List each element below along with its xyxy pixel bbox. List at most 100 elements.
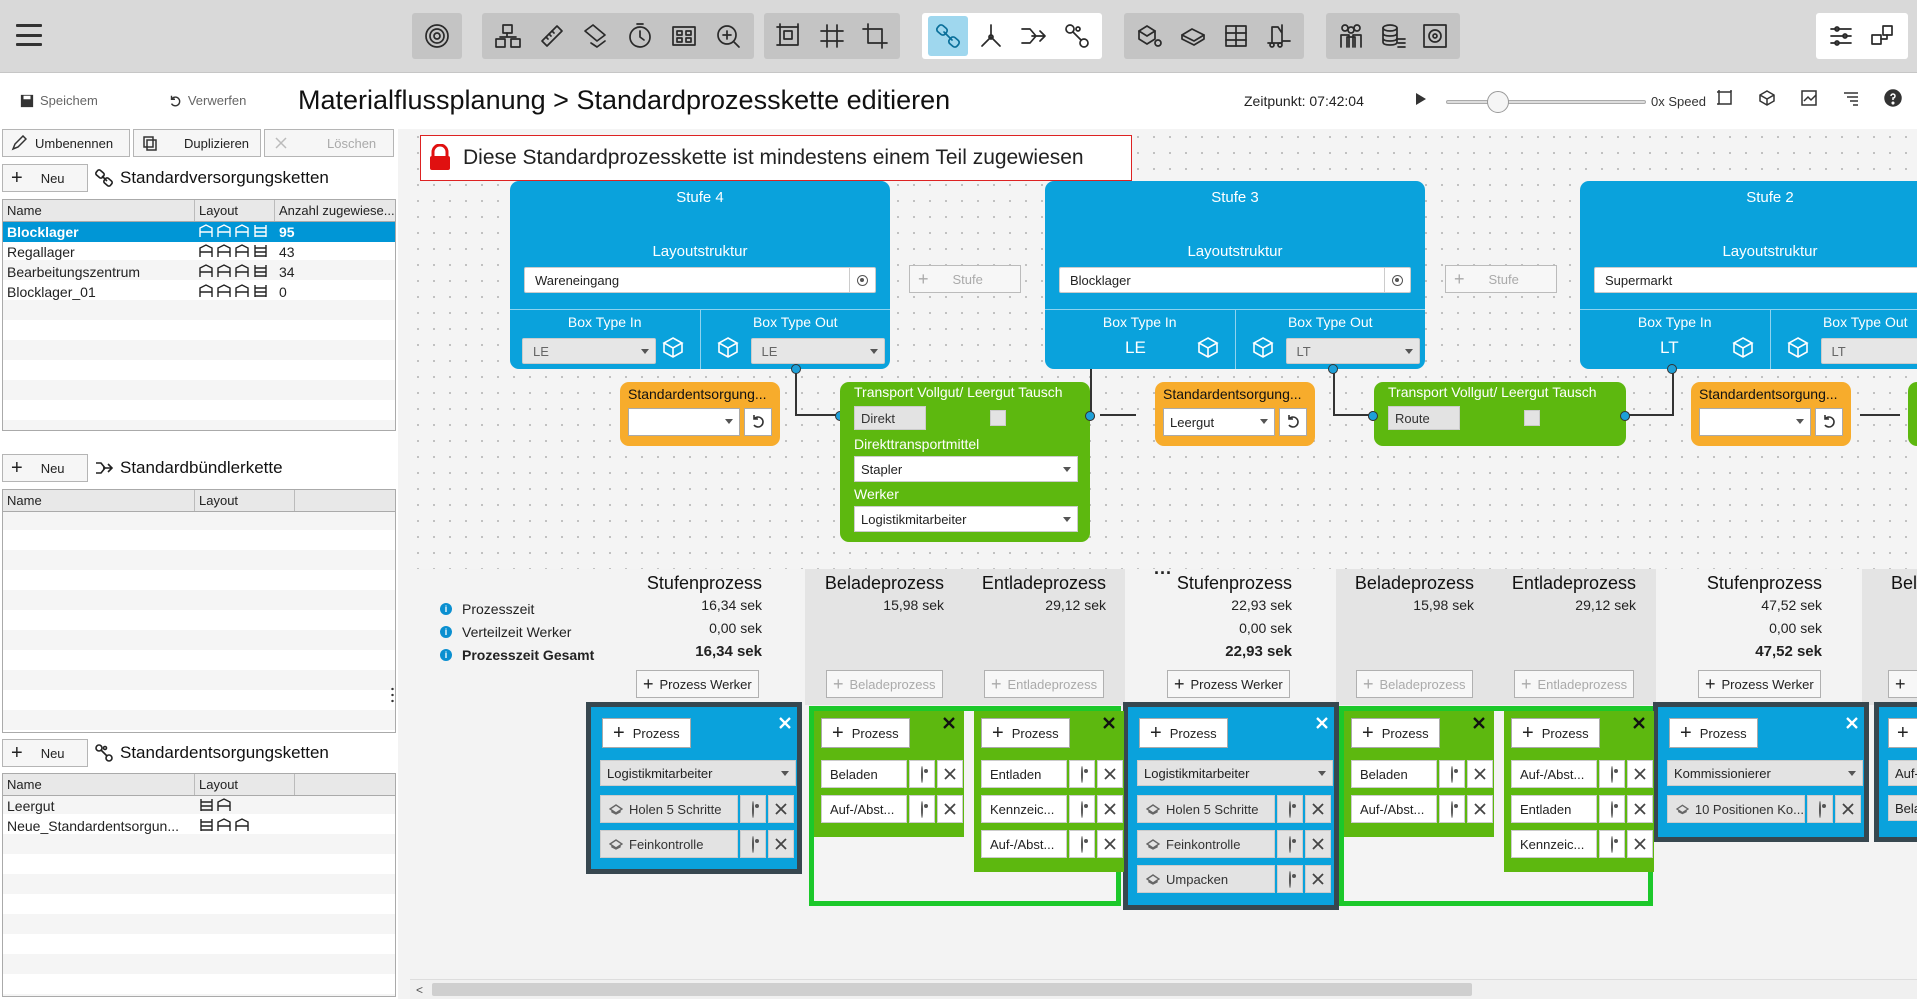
remove-process-button[interactable] xyxy=(1467,795,1493,823)
table-row[interactable]: Regallager 43 xyxy=(3,242,395,262)
radio-target-icon[interactable] xyxy=(909,795,935,823)
radio-target-icon[interactable] xyxy=(1384,268,1410,292)
table-row[interactable]: Blocklager_01 0 xyxy=(3,282,395,302)
process-item[interactable]: Beladen xyxy=(1351,760,1493,788)
radio-target-icon[interactable] xyxy=(1439,760,1465,788)
radio-target-icon[interactable] xyxy=(1277,865,1303,893)
process-item-name[interactable]: Kennzeic... xyxy=(981,795,1067,823)
add-prozess-button[interactable]: +Prozess xyxy=(1351,718,1440,748)
add-process-button[interactable]: +Prozess Werker xyxy=(636,670,759,698)
entsorgung-select[interactable] xyxy=(628,408,740,436)
truck-boxes-icon[interactable] xyxy=(1130,16,1170,56)
speed-slider[interactable] xyxy=(1446,91,1646,113)
col-layout[interactable]: Layout xyxy=(195,774,295,795)
frame-select-icon[interactable] xyxy=(1716,89,1734,107)
table-row[interactable]: Neue_Standardentsorgun... xyxy=(3,816,395,836)
add-process-button[interactable]: +Beladeprozess xyxy=(1356,670,1473,698)
search-target-icon[interactable] xyxy=(708,16,748,56)
drag-handle-icon[interactable] xyxy=(391,686,394,704)
col-count[interactable]: Anzahl zugewiese... xyxy=(279,203,395,218)
add-stufe-button[interactable]: +Stufe xyxy=(909,265,1021,293)
scrollbar-thumb[interactable] xyxy=(432,983,1472,996)
add-process-button[interactable]: +Prozess Werker xyxy=(1698,670,1821,698)
add-process-button[interactable]: +Entladeprozess xyxy=(984,670,1105,698)
process-item[interactable]: 10 Positionen Ko... xyxy=(1667,795,1861,823)
rename-button[interactable]: Umbenennen xyxy=(2,129,130,157)
process-item-name[interactable]: Kennzeic... xyxy=(1511,830,1597,858)
menu-icon[interactable] xyxy=(16,24,42,46)
process-item-name[interactable]: Beladen xyxy=(821,760,907,788)
process-item-name[interactable]: 10 Positionen Ko... xyxy=(1667,795,1805,823)
sliders-icon[interactable] xyxy=(1821,16,1861,56)
layout-field[interactable]: Supermarkt xyxy=(1594,267,1917,293)
transport-mode-select[interactable]: Direkt xyxy=(854,406,926,430)
process-item-name[interactable]: Entladen xyxy=(1511,795,1597,823)
col-name[interactable]: Name xyxy=(3,774,195,795)
area-edit-icon[interactable] xyxy=(576,16,616,56)
radio-target-icon[interactable] xyxy=(1069,795,1095,823)
table-row[interactable]: Blocklager 95 xyxy=(3,222,395,242)
table-row[interactable]: Leergut xyxy=(3,796,395,816)
process-item[interactable]: Kennzeic... xyxy=(1511,830,1653,858)
process-item-name[interactable]: Auf-/Abst... xyxy=(1351,795,1437,823)
col-name[interactable]: Name xyxy=(3,200,195,221)
entsorgung-select[interactable] xyxy=(1699,408,1811,436)
process-item-name[interactable]: Umpacken xyxy=(1137,865,1275,893)
process-item-name[interactable]: Feinkontrolle xyxy=(1137,830,1275,858)
reset-button[interactable] xyxy=(744,408,772,436)
horizontal-scrollbar[interactable]: < xyxy=(410,979,1917,999)
process-item[interactable]: Holen 5 Schritte xyxy=(600,795,794,823)
radio-target-icon[interactable] xyxy=(1277,795,1303,823)
process-item[interactable]: Auf-/Abst... xyxy=(821,795,963,823)
clock-icon[interactable] xyxy=(620,16,660,56)
add-prozess-button[interactable]: + xyxy=(1888,718,1917,748)
remove-process-button[interactable] xyxy=(768,795,794,823)
connector-port[interactable] xyxy=(1368,411,1378,421)
add-prozess-button[interactable]: +Prozess xyxy=(981,718,1070,748)
target-frame-icon[interactable] xyxy=(1415,16,1455,56)
process-item[interactable]: Auf-/Abst... xyxy=(1511,760,1653,788)
remove-process-button[interactable] xyxy=(1097,795,1123,823)
add-prozess-button[interactable]: +Prozess xyxy=(821,718,910,748)
remove-process-button[interactable] xyxy=(1305,865,1331,893)
add-process-button[interactable]: +Entladeprozess xyxy=(1514,670,1635,698)
new-buendler-button[interactable]: +Neu xyxy=(2,454,88,482)
info-icon[interactable]: i xyxy=(440,648,452,661)
forklift-icon[interactable] xyxy=(1259,16,1299,56)
help-icon[interactable] xyxy=(1884,89,1902,107)
col-name[interactable]: Name xyxy=(3,490,195,511)
worker-select[interactable]: Logistikmitarbeiter xyxy=(600,760,796,786)
remove-process-button[interactable] xyxy=(1305,795,1331,823)
radio-target-icon[interactable] xyxy=(1277,830,1303,858)
process-item-name[interactable]: Beladen xyxy=(1351,760,1437,788)
connector-port[interactable] xyxy=(1620,411,1630,421)
add-prozess-button[interactable]: +Prozess xyxy=(1139,718,1228,748)
remove-process-button[interactable] xyxy=(1627,760,1653,788)
layout-field[interactable]: Blocklager xyxy=(1059,267,1411,293)
transport-node[interactable]: Transport Vollgut/ Leergut Tausch Route xyxy=(1374,382,1626,446)
process-item[interactable]: Umpacken xyxy=(1137,865,1331,893)
radio-target-icon[interactable] xyxy=(1807,795,1833,823)
process-item[interactable]: Feinkontrolle xyxy=(600,830,794,858)
ruler-icon[interactable] xyxy=(532,16,572,56)
process-item-name[interactable]: Feinkontrolle xyxy=(600,830,738,858)
network-config-icon[interactable] xyxy=(1863,16,1903,56)
radio-target-icon[interactable] xyxy=(909,760,935,788)
radio-target-icon[interactable] xyxy=(1599,795,1625,823)
transport-node[interactable]: Transport Vollgut/ Leergut Tausch Direkt… xyxy=(840,382,1090,542)
new-versorgung-button[interactable]: +Neu xyxy=(2,164,88,192)
add-prozess-button[interactable]: +Prozess xyxy=(602,718,691,748)
grid-layout-icon[interactable] xyxy=(664,16,704,56)
remove-process-button[interactable] xyxy=(1097,760,1123,788)
merge-arrow-icon[interactable] xyxy=(1014,16,1054,56)
process-item[interactable]: Auf-/Abst... xyxy=(1351,795,1493,823)
new-entsorgung-button[interactable]: +Neu xyxy=(2,739,88,767)
transport-mode-select[interactable]: Route xyxy=(1388,406,1460,430)
process-item-name[interactable]: Holen 5 Schritte xyxy=(1137,795,1275,823)
discard-button[interactable]: Verwerfen xyxy=(168,93,246,108)
reset-button[interactable] xyxy=(1815,408,1843,436)
list-filter-icon[interactable] xyxy=(1842,89,1860,107)
spiral-icon[interactable] xyxy=(417,16,457,56)
box-out-select[interactable]: LT xyxy=(1820,338,1917,364)
duplicate-button[interactable]: Duplizieren xyxy=(133,129,261,157)
